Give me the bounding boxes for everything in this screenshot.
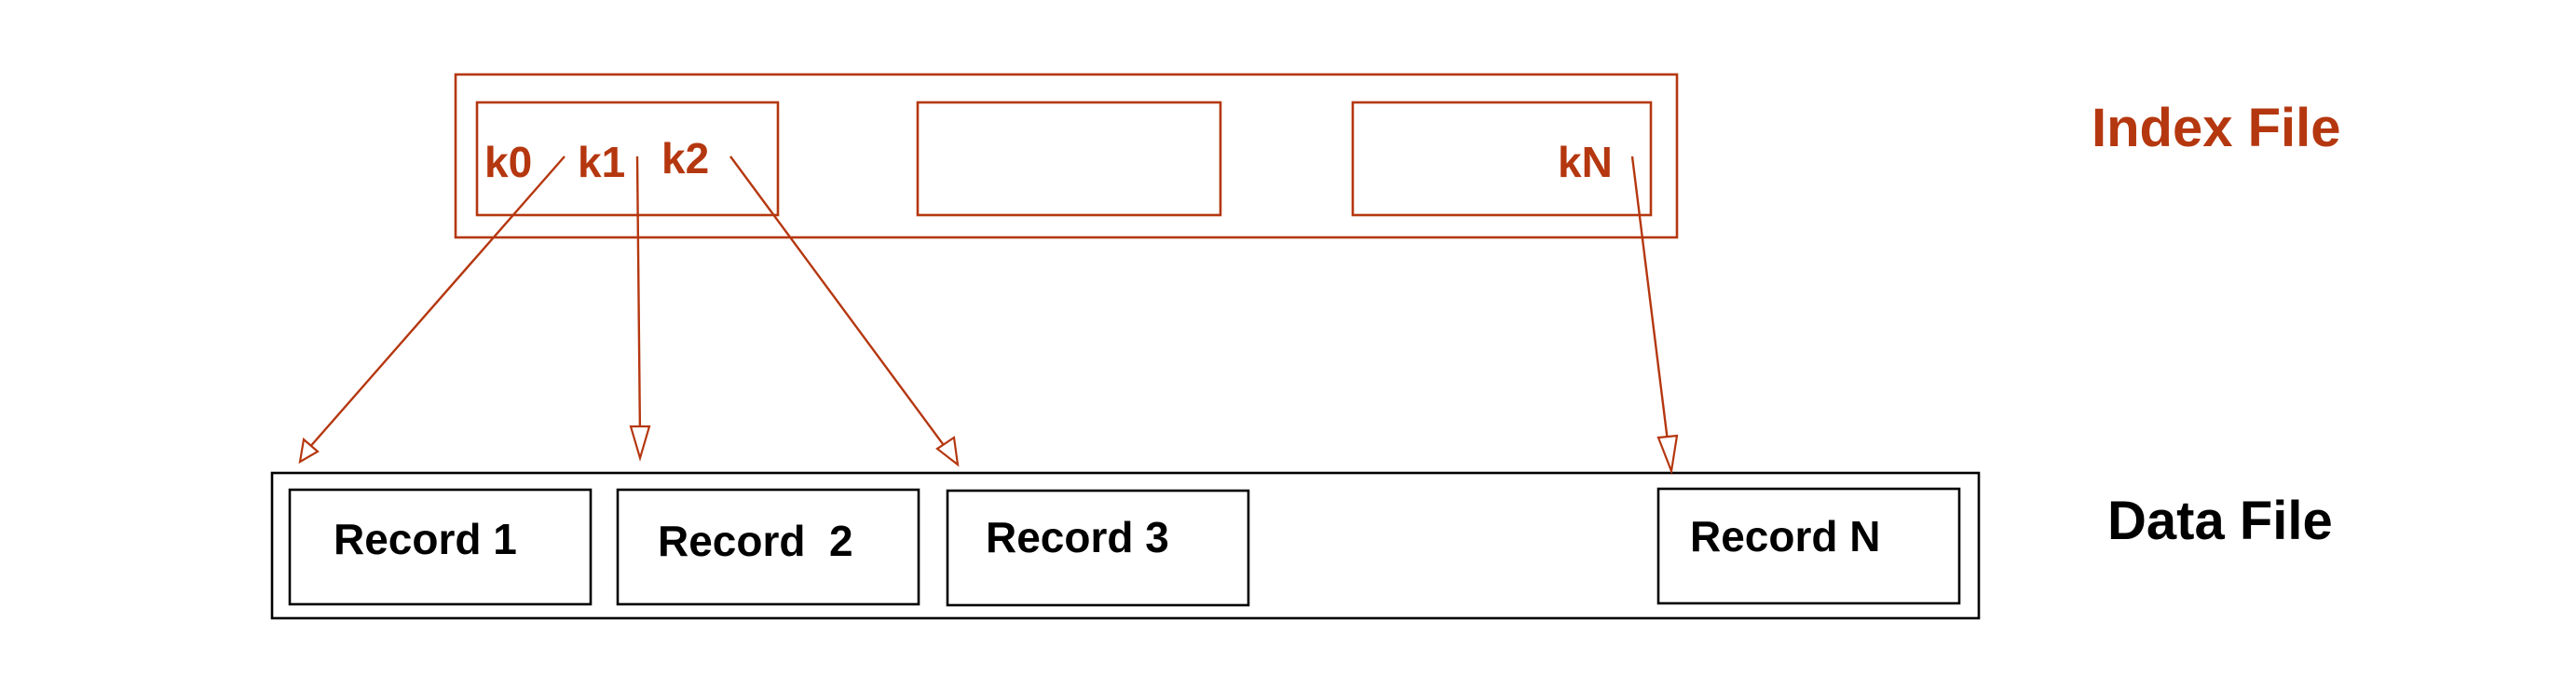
arrow-k2-to-record-3 xyxy=(729,155,960,467)
arrow-kn-to-record-n xyxy=(1630,155,1679,476)
record-label-3: Record 3 xyxy=(986,513,1169,561)
data-file-container xyxy=(270,471,1981,620)
index-block-1 xyxy=(475,101,780,217)
index-key-k1: k1 xyxy=(578,138,625,186)
index-block-2 xyxy=(916,101,1222,217)
arrow-k0-to-record-1 xyxy=(298,155,566,465)
index-block-3 xyxy=(1351,101,1653,217)
record-label-1: Record 1 xyxy=(334,515,517,563)
index-file-title: Index File xyxy=(2092,98,2341,158)
record-box-2 xyxy=(616,488,920,606)
record-label-n: Record N xyxy=(1690,512,1880,560)
index-key-k2: k2 xyxy=(661,134,709,182)
record-label-2: Record 2 xyxy=(658,517,853,565)
arrow-k1-to-record-2 xyxy=(629,155,651,462)
index-file-container xyxy=(454,73,1679,239)
index-key-kn: kN xyxy=(1558,138,1613,186)
record-box-1 xyxy=(288,488,593,606)
record-box-3 xyxy=(946,489,1250,607)
record-box-n xyxy=(1656,487,1961,605)
data-file-title: Data File xyxy=(2107,491,2333,551)
index-key-k0: k0 xyxy=(484,138,532,186)
